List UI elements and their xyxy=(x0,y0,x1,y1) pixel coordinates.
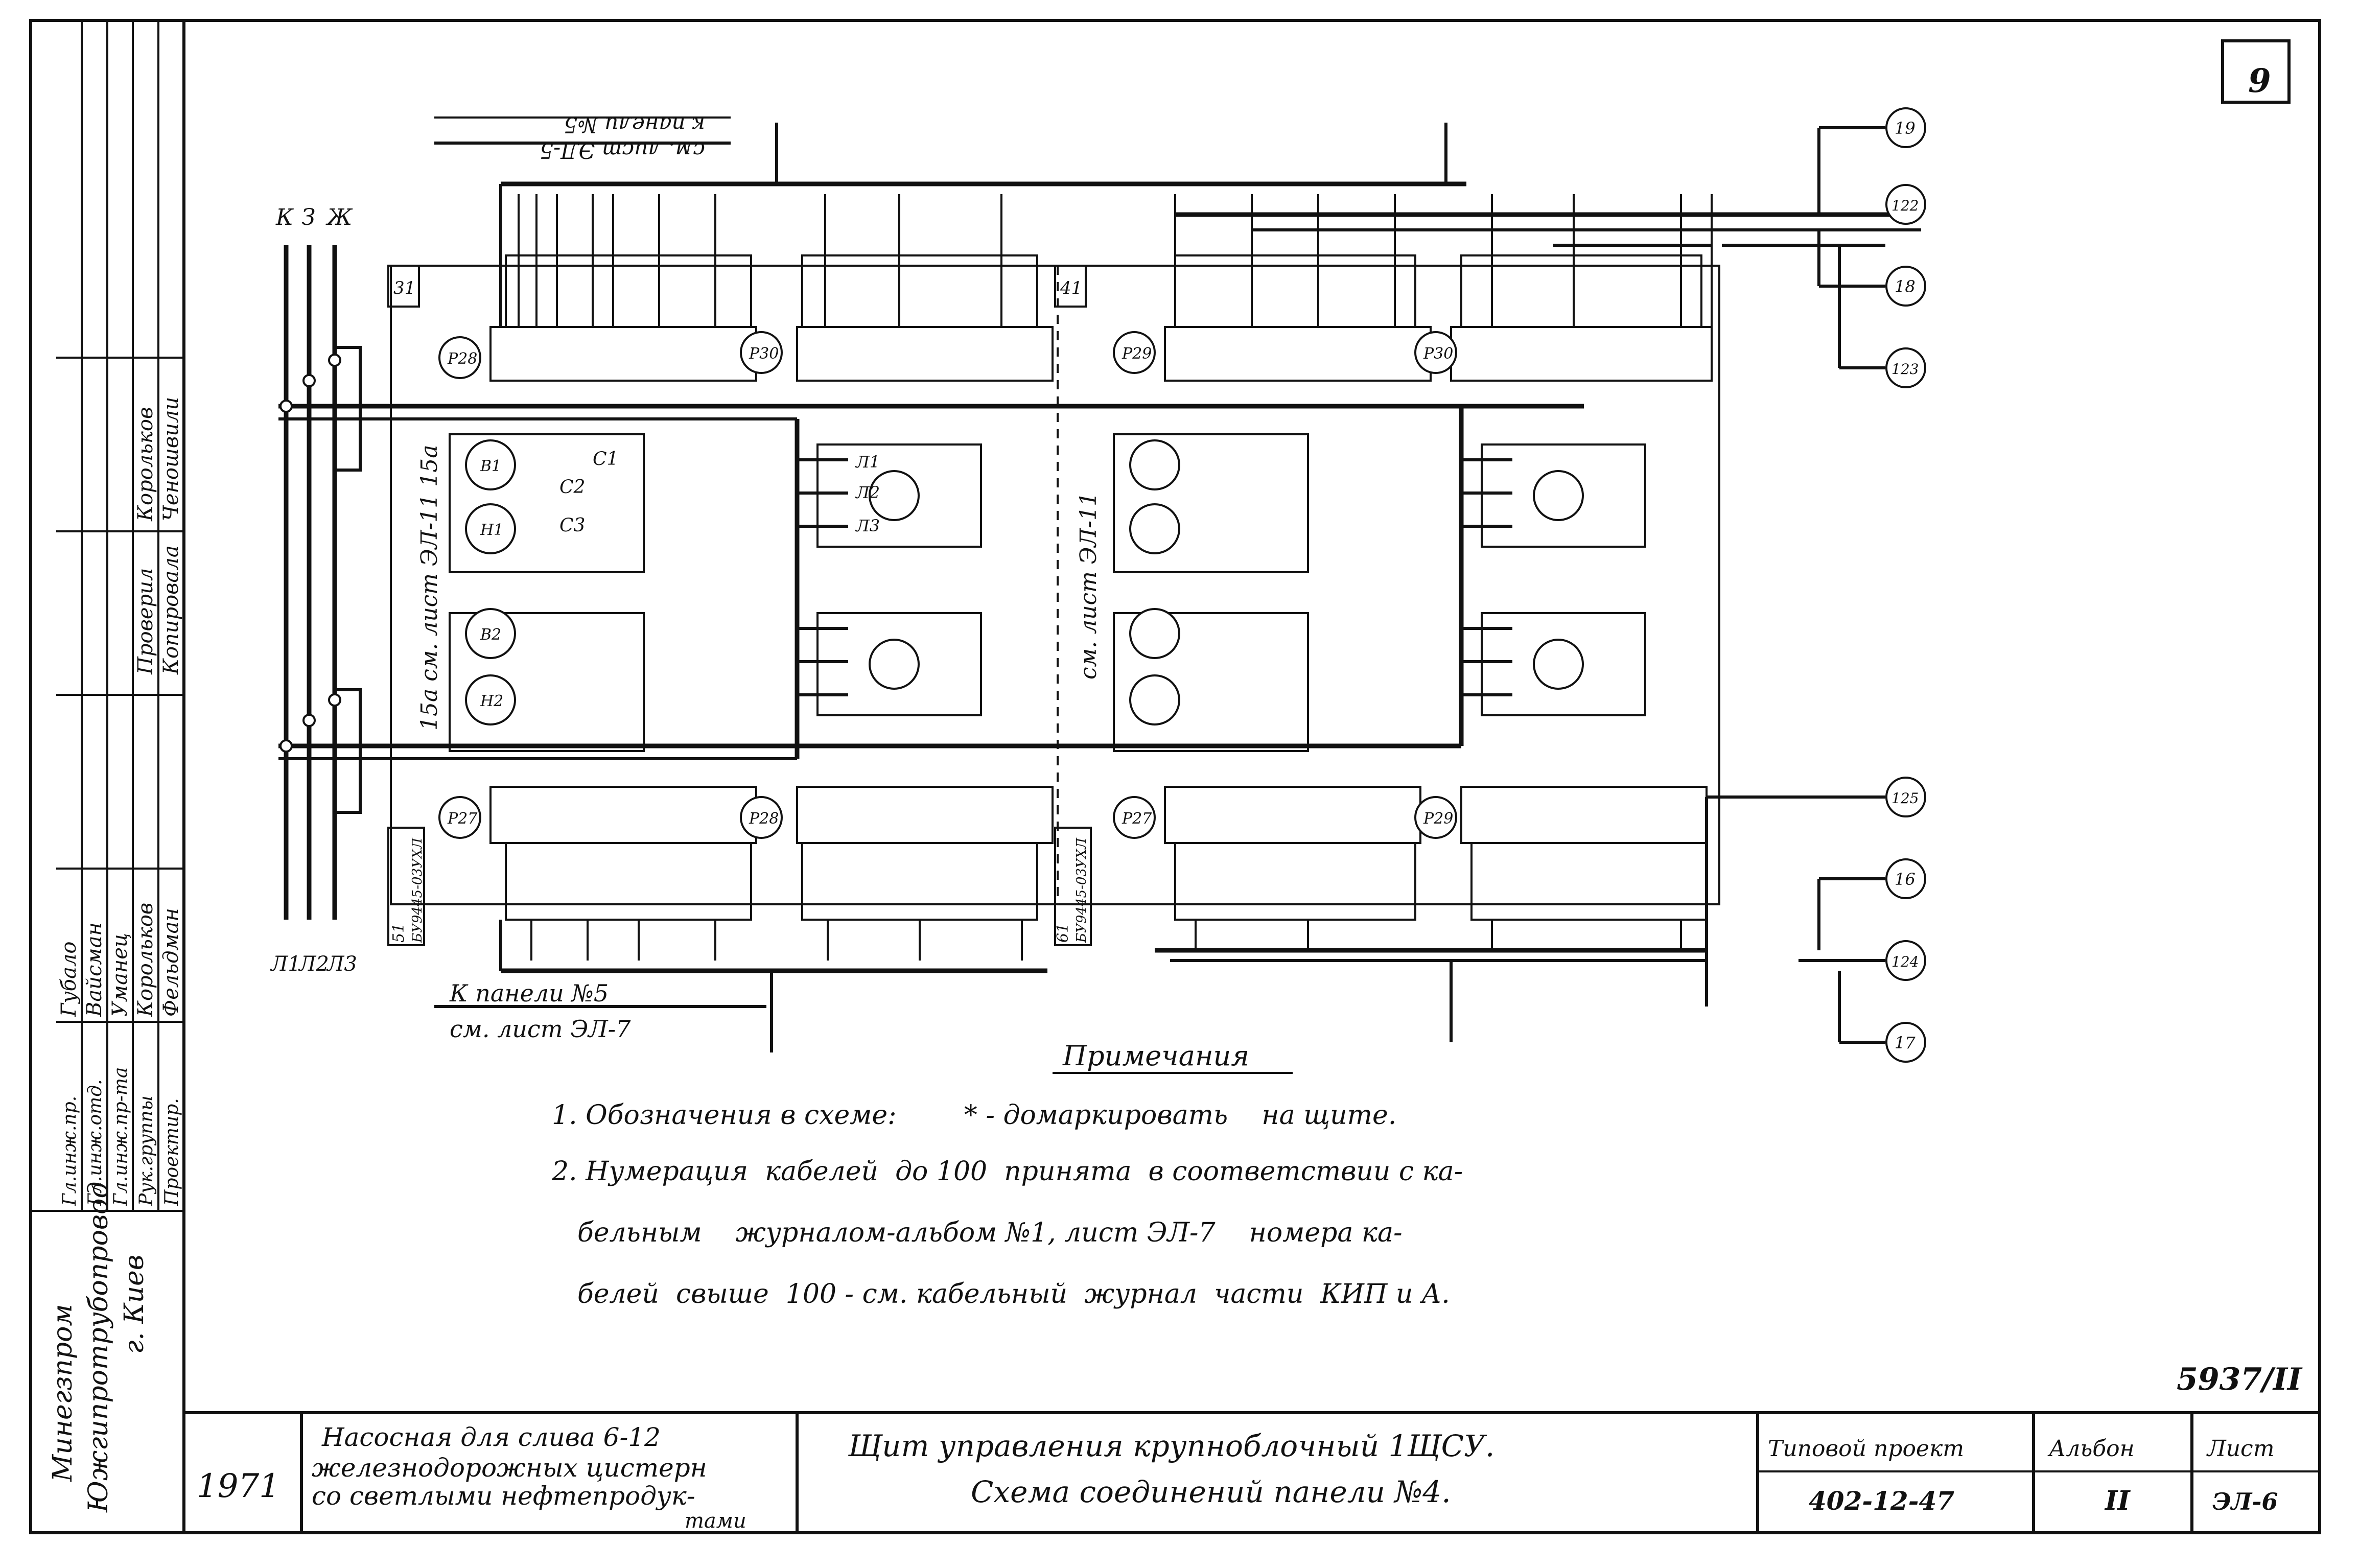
note-line-3: бельным журналом-альбом №1, лист ЭЛ-7 но… xyxy=(577,1218,1403,1248)
switch-l3: Л3 xyxy=(855,516,880,535)
term-tag-bottom-3: Р27 xyxy=(1122,810,1152,828)
cable-125: 125 xyxy=(1891,790,1919,807)
cable-circles-bottom xyxy=(1885,777,1926,1063)
block-code-61: 61 xyxy=(1054,923,1072,943)
term-tag-bottom-4: Р29 xyxy=(1423,810,1453,828)
checked-label: Проверил xyxy=(134,568,157,675)
object-line-2: железнодорожных цистерн xyxy=(312,1453,707,1483)
cable-18: 18 xyxy=(1895,277,1916,296)
cable-17: 17 xyxy=(1895,1033,1916,1052)
top-ref-line-2: см. лист ЭЛ-5 xyxy=(540,138,705,163)
bus-label-k: К xyxy=(275,204,294,230)
lamp-h1: Н1 xyxy=(480,521,503,539)
contact-c2: С2 xyxy=(559,477,585,498)
block-type-51: БУ9445-03УХЛ xyxy=(410,837,425,943)
control-modules xyxy=(449,433,1646,752)
stamp-role-3: Гл.инж.пр-та xyxy=(110,1067,131,1206)
stamp-role-1: Гл.инж.пр. xyxy=(59,1096,80,1206)
org-line-2: Южгипротрубопровод xyxy=(83,1182,114,1513)
top-terminal-strips xyxy=(489,254,1713,382)
project-label: Типовой проект xyxy=(1768,1436,1964,1462)
org-line-1: Минегзпром xyxy=(48,1304,78,1482)
cable-123: 123 xyxy=(1891,361,1919,378)
copied-name: Ченошвили xyxy=(159,397,183,521)
bus-label-zh: Ж xyxy=(325,204,353,230)
stamp-name-4: Корольков xyxy=(134,903,157,1017)
term-tag-bottom-2: Р28 xyxy=(749,810,779,828)
switch-l2: Л2 xyxy=(855,483,880,502)
stamp-name-5: Фельдман xyxy=(159,908,183,1017)
left-middle-ref: 15а см. лист ЭЛ-11 15а xyxy=(416,445,442,731)
lamp-b2: В2 xyxy=(480,626,501,644)
block-code-41: 41 xyxy=(1060,278,1082,298)
side-stamp xyxy=(31,20,184,1212)
block-code-51: 51 xyxy=(390,923,408,943)
title-block xyxy=(184,1411,2320,1533)
cable-circles-top xyxy=(1885,107,1926,388)
stamp-role-4: Рук.группы xyxy=(136,1095,157,1206)
block-type-61: БУ9445-03УХЛ xyxy=(1074,837,1089,943)
notes-heading: Примечания xyxy=(1062,1040,1249,1072)
drawing-code: 5937/II xyxy=(2177,1362,2303,1397)
bottom-harness xyxy=(434,795,1885,1052)
bus-label-z: З xyxy=(301,204,315,230)
drawing-title-2: Схема соединений панели №4. xyxy=(971,1475,1451,1509)
album-label: Альбон xyxy=(2047,1436,2135,1462)
phase-label-l1: Л1 xyxy=(270,952,301,976)
lamp-b1: В1 xyxy=(480,457,501,475)
supply-buses xyxy=(278,245,1584,920)
drawing-frame xyxy=(29,19,2321,1534)
sheet-label: Лист xyxy=(2206,1436,2274,1462)
stamp-role-2: Гл.инж.отд. xyxy=(85,1079,106,1206)
bottom-ref-line-1: К панели №5 xyxy=(449,979,609,1007)
bottom-terminal-strips xyxy=(489,786,1708,921)
top-ref-line-1: к панели №5 xyxy=(564,112,705,137)
phase-label-l2: Л2 xyxy=(298,952,329,976)
cable-124: 124 xyxy=(1891,953,1919,970)
sheet-number: 9 xyxy=(2248,62,2271,100)
org-line-3: г. Киев xyxy=(119,1255,150,1354)
object-line-4: тами xyxy=(685,1509,746,1533)
note-line-2: 2. Нумерация кабелей до 100 принята в со… xyxy=(551,1156,1463,1187)
contact-c3: С3 xyxy=(559,515,585,536)
block-code-31: 31 xyxy=(393,278,415,298)
project-number: 402-12-47 xyxy=(1809,1486,1954,1516)
phase-label-l3: Л3 xyxy=(326,952,357,976)
checked-name: Корольков xyxy=(134,407,157,522)
copied-label: Копировала xyxy=(159,545,183,675)
contact-c1: С1 xyxy=(593,449,618,470)
term-tag-top-1: Р28 xyxy=(447,350,477,368)
stamp-role-5: Проектир. xyxy=(161,1098,182,1206)
bottom-ref-line-2: см. лист ЭЛ-7 xyxy=(450,1015,631,1043)
term-tag-top-2: Р30 xyxy=(749,345,779,363)
object-line-3: со светлыми нефтепродук- xyxy=(312,1481,695,1511)
album-value: II xyxy=(2104,1485,2131,1516)
switch-l1: Л1 xyxy=(855,452,880,472)
term-tag-bottom-1: Р27 xyxy=(447,810,478,828)
center-middle-ref: см. лист ЭЛ-11 xyxy=(1076,492,1102,680)
drawing-title-1: Щит управления крупноблочный 1ЩСУ. xyxy=(848,1429,1494,1463)
cable-19: 19 xyxy=(1895,119,1916,138)
cable-16: 16 xyxy=(1895,870,1916,889)
top-reference xyxy=(434,116,731,145)
panel-outline xyxy=(390,265,1720,905)
lamp-h2: Н2 xyxy=(480,692,503,710)
stamp-name-3: Уманец xyxy=(108,933,132,1017)
note-line-1: 1. Обозначения в схеме: * - домаркироват… xyxy=(552,1100,1396,1131)
stamp-name-1: Губало xyxy=(57,942,81,1018)
stamp-name-2: Вайсман xyxy=(83,922,106,1017)
top-harness xyxy=(499,123,1923,369)
object-line-1: Насосная для слива 6-12 xyxy=(321,1422,661,1452)
title-year: 1971 xyxy=(197,1467,280,1505)
note-line-4: белей свыше 100 - см. кабельный журнал ч… xyxy=(577,1279,1450,1309)
term-tag-top-3: Р29 xyxy=(1122,345,1152,363)
term-tag-top-4: Р30 xyxy=(1423,345,1453,363)
cable-122: 122 xyxy=(1891,197,1919,214)
sheet-value: ЭЛ-6 xyxy=(2212,1488,2278,1515)
